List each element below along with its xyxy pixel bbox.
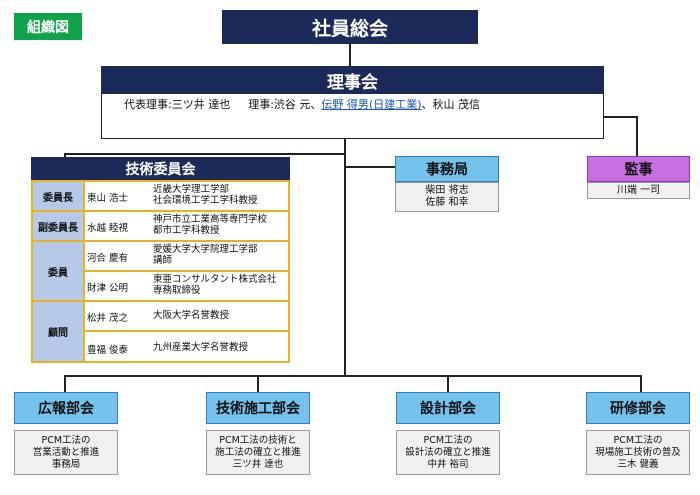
secretariat-title: 事務局 [426, 162, 468, 178]
role-vice-chair: 副委員長 [33, 212, 83, 242]
tech-committee-table: 委員長 副委員長 委員 顧問 東山 浩士 近畿大学理工学部社会環境工学工学科教授… [31, 180, 290, 363]
role-member: 委員 [33, 242, 83, 302]
auditor-body: 川端 一司 [587, 182, 690, 199]
secretariat-header: 事務局 [395, 156, 499, 182]
board-members-line: 代表理事:三ツ井 達也 理事:渋谷 元、伝野 得男(日建工業)、秋山 茂信 [124, 96, 480, 112]
member-name: 松井 茂之 [87, 313, 129, 324]
board-directors-suffix: 、秋山 茂信 [421, 98, 481, 111]
dept-pr-header: 広報部会 [14, 392, 118, 424]
board-title: 理事会 [327, 72, 378, 93]
role-advisor: 顧問 [33, 302, 83, 361]
row-divider [83, 210, 288, 212]
auditor-header: 監事 [587, 156, 690, 182]
member-affiliation: 大阪大学名誉教授 [153, 310, 230, 321]
board-director-link[interactable]: 伝野 得男(日建工業) [321, 98, 422, 111]
role-chair: 委員長 [33, 182, 83, 212]
row-divider [83, 270, 288, 272]
connector-branch-row [64, 153, 345, 155]
member-name: 水越 睦視 [87, 223, 129, 234]
connector-main-trunk [344, 139, 346, 375]
dept-training-header: 研修部会 [586, 392, 690, 424]
connector-auditor-drop [636, 116, 638, 156]
dept-tech-construction-body: PCM工法の技術と施工法の確立と推進三ツ井 達也 [206, 430, 310, 475]
tech-committee-title: 技術委員会 [125, 161, 196, 178]
connector-secretariat-row [345, 166, 395, 168]
member-affiliation: 九州産業大学名誉教授 [153, 342, 249, 353]
connector-dept-2 [257, 375, 259, 392]
member-affiliation: 東亜コンサルタント株式会社専務取締役 [153, 274, 277, 296]
connector-meeting-board [349, 44, 351, 66]
secretariat-member: 柴田 将志 [425, 185, 469, 196]
auditor-member: 川端 一司 [616, 185, 661, 196]
board-header: 理事会 [101, 66, 604, 94]
connector-auditor-row [604, 116, 638, 118]
connector-committee-drop [64, 153, 66, 157]
tech-committee-header: 技術委員会 [31, 157, 290, 180]
secretariat-member: 佐藤 和幸 [425, 197, 469, 208]
member-affiliation: 近畿大学理工学部社会環境工学工学科教授 [153, 184, 258, 206]
org-chart-tag: 組織図 [14, 13, 82, 40]
secretariat-body: 柴田 将志 佐藤 和幸 [395, 182, 499, 212]
dept-tech-construction-header: 技術施工部会 [206, 392, 310, 424]
general-meeting-box: 社員総会 [222, 10, 478, 44]
row-divider [83, 240, 288, 242]
dept-pr-body: PCM工法の営業活動と推進事務局 [14, 430, 118, 475]
connector-dept-4 [640, 375, 642, 392]
member-affiliation: 愛媛大学大学院理工学部講師 [153, 244, 258, 266]
board-body: 代表理事:三ツ井 達也 理事:渋谷 元、伝野 得男(日建工業)、秋山 茂信 [101, 94, 604, 139]
dept-design-body: PCM工法の設計法の確立と推進中井 裕司 [396, 430, 500, 475]
member-name: 豊福 俊泰 [87, 345, 129, 356]
board-representative: 代表理事:三ツ井 達也 [124, 98, 231, 111]
member-name: 財津 公明 [87, 283, 129, 294]
connector-dept-1 [64, 375, 66, 392]
row-divider [83, 300, 288, 302]
member-affiliation: 神戸市立工業高等専門学校都市工学科教授 [153, 214, 268, 236]
dept-training-body: PCM工法の現場施工技術の普及三木 健義 [586, 430, 690, 475]
dept-design-header: 設計部会 [396, 392, 500, 424]
general-meeting-title: 社員総会 [311, 17, 388, 40]
row-divider [83, 330, 288, 332]
connector-dept-3 [447, 375, 449, 392]
member-name: 河合 慶有 [87, 253, 129, 264]
board-directors-prefix: 理事:渋谷 元、 [248, 98, 322, 111]
member-name: 東山 浩士 [87, 193, 129, 204]
auditor-title: 監事 [624, 162, 653, 178]
connector-department-row [64, 375, 642, 377]
